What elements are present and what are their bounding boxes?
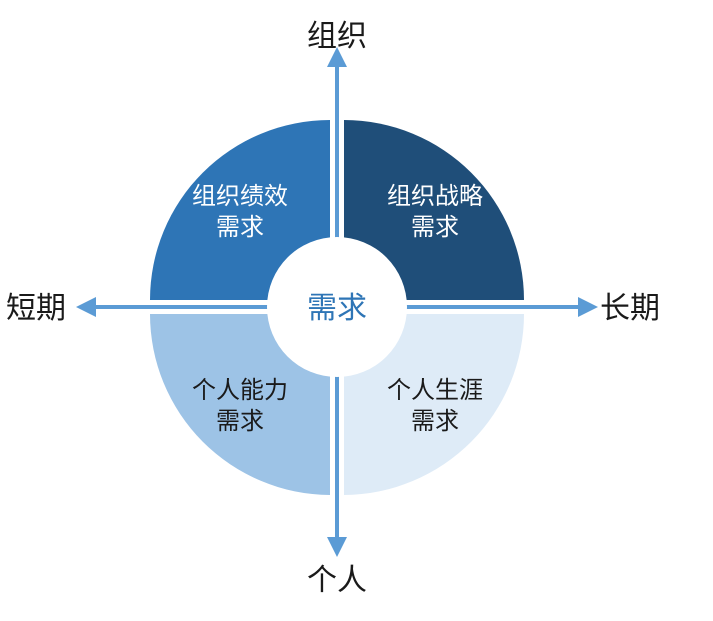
axis-label-left: 短期: [6, 291, 66, 326]
quadrant-bottom-right: [344, 314, 524, 495]
quadrant-top-right: [344, 120, 524, 300]
quadrant-bottom-right-label-line2: 需求: [411, 407, 459, 435]
center-circle: [267, 237, 407, 377]
quadrant-bottom-right-label-line1: 个人生涯: [387, 376, 483, 404]
quadrant-top-left: [150, 120, 330, 300]
quadrant-top-right-label-line2: 需求: [411, 213, 459, 241]
quadrant-top-left-label-line2: 需求: [216, 213, 264, 241]
axis-label-bottom: 个人: [307, 563, 367, 598]
quadrant-top-right-label-line1: 组织战略: [387, 182, 483, 210]
axis-label-right: 长期: [600, 291, 660, 326]
center-label: 需求: [307, 291, 367, 326]
quadrant-bottom-left: [150, 314, 330, 495]
axis-label-top: 组织: [307, 19, 367, 54]
quadrant-bottom-left-label-line1: 个人能力: [192, 376, 288, 404]
quadrant-top-left-label-line1: 组织绩效: [192, 182, 288, 210]
quadrant-bottom-left-label-line2: 需求: [216, 407, 264, 435]
